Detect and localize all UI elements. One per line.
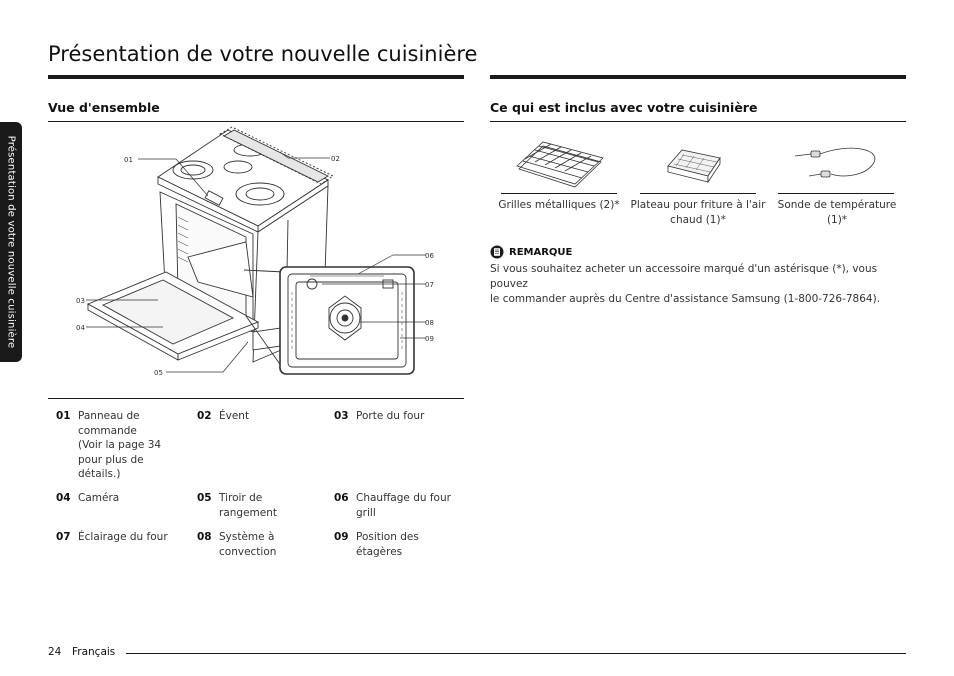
overview-rule [48, 121, 464, 122]
note-title: REMARQUE [509, 246, 573, 258]
air-fry-tray-icon [667, 149, 721, 184]
callout-04: 04 [76, 324, 85, 332]
note-body: Si vous souhaitez acheter un accessoire … [490, 263, 881, 305]
temperature-probe-icon [794, 147, 876, 178]
accessory-label-air-fry-tray: Plateau pour friture à l'air chaud (1)* [630, 199, 766, 226]
title-rule-right [490, 75, 906, 79]
footer-rule [126, 653, 906, 654]
wire-rack-icon [516, 141, 604, 188]
callout-03: 03 [76, 297, 85, 305]
page-number: 24 [48, 646, 62, 658]
accessory-rule-2 [640, 193, 756, 194]
title-rule-left [48, 75, 464, 79]
note-icon [490, 245, 504, 259]
included-rule [490, 121, 906, 122]
callout-09: 09 [425, 335, 434, 343]
footer-language: Français [72, 646, 116, 658]
callout-01: 01 [124, 156, 133, 164]
legend: 01 Panneau de commande (Voir la page 34 … [48, 398, 464, 569]
accessory-rule-3 [778, 193, 894, 194]
callout-02: 02 [331, 155, 340, 163]
callout-06: 06 [425, 252, 434, 260]
side-tab: Présentation de votre nouvelle cuisinièr… [0, 122, 22, 362]
side-tab-label: Présentation de votre nouvelle cuisinièr… [5, 135, 17, 349]
included-title: Ce qui est inclus avec votre cuisinière [490, 100, 758, 115]
diagram-callouts: 01 02 03 04 05 06 07 08 09 [76, 155, 434, 377]
range-diagram: 01 02 03 04 05 06 07 08 09 [76, 126, 434, 377]
note-heading: REMARQUE [490, 245, 572, 259]
accessory-label-temperature-probe: Sonde de température (1)* [777, 199, 897, 226]
page-title: Présentation de votre nouvelle cuisinièr… [48, 42, 478, 66]
accessory-rule-1 [501, 193, 617, 194]
callout-07: 07 [425, 281, 434, 289]
callout-08: 08 [425, 319, 434, 327]
callout-05: 05 [154, 369, 163, 377]
accessory-label-wire-racks: Grilles métalliques (2)* [498, 199, 620, 211]
overview-title: Vue d'ensemble [48, 100, 160, 115]
